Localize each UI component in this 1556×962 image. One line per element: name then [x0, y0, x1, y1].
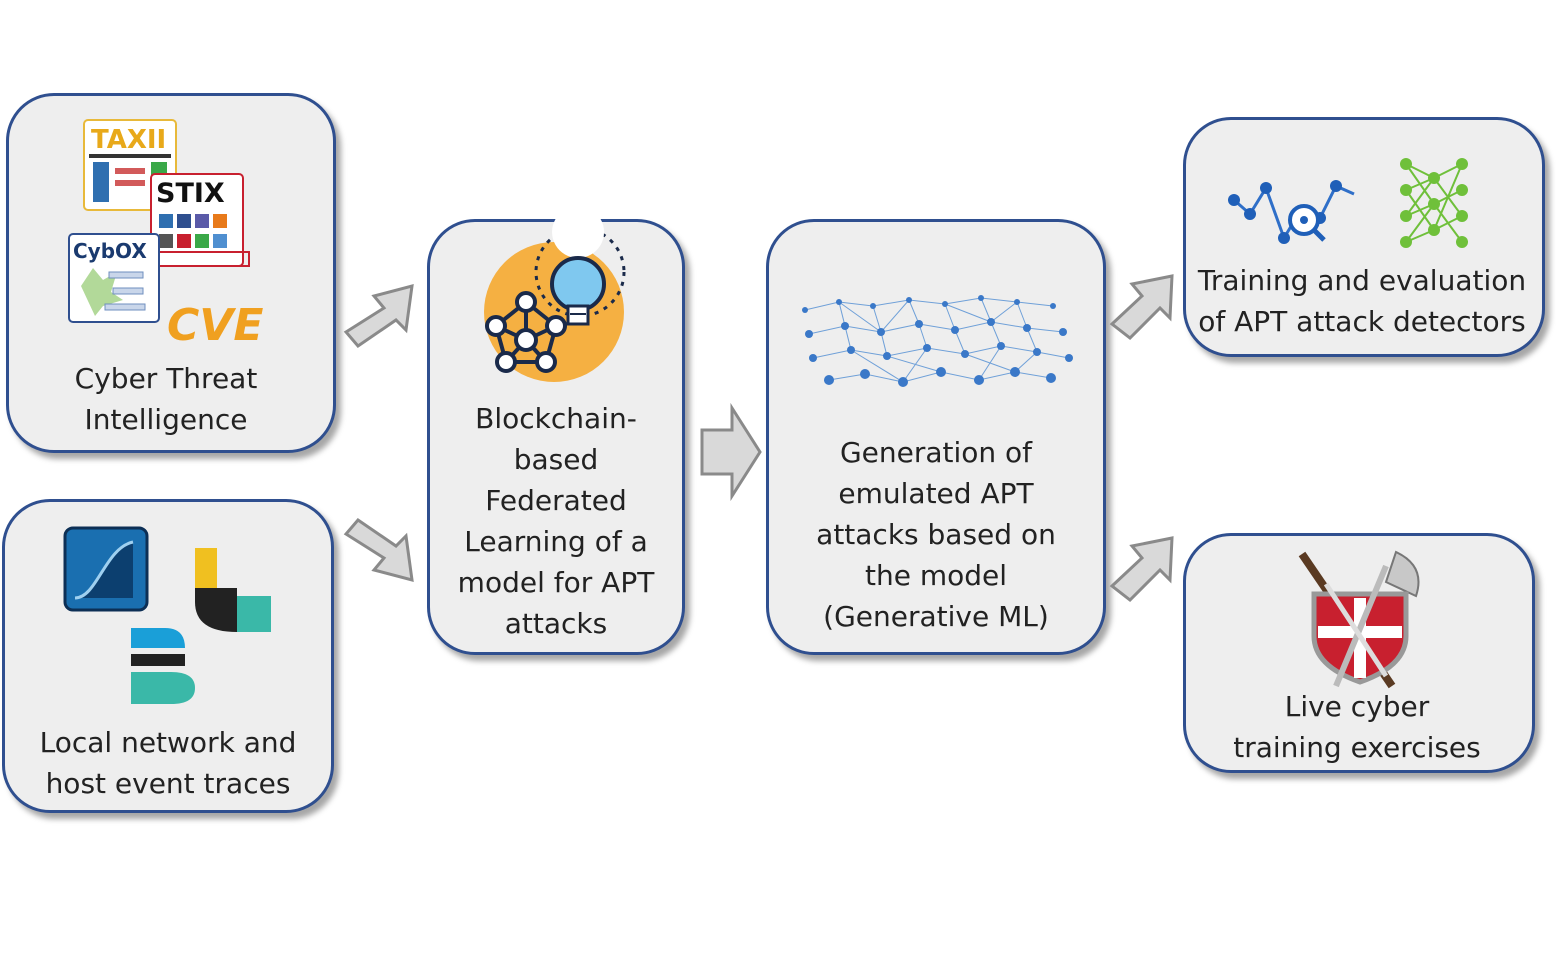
- local-traces-label: Local network and host event traces: [39, 726, 297, 800]
- cve-logo: CVE: [167, 300, 263, 351]
- training-evaluation-label: Training and evaluation of APT attack de…: [1197, 264, 1527, 338]
- taxii-logo-text: TAXII: [91, 125, 166, 155]
- arrow-fl-to-gen: [700, 402, 762, 502]
- local-logos: [63, 526, 271, 704]
- cybox-logo: CybOX: [68, 233, 160, 323]
- federated-learning-box: Blockchain- based Federated Learning of …: [427, 206, 685, 655]
- elastic-beats-icon: [131, 628, 195, 704]
- live-training-label: Live cyber training exercises: [1233, 690, 1481, 764]
- wireshark-icon: [63, 526, 149, 612]
- taxii-logo: TAXII: [83, 119, 177, 211]
- elastic-logstash-icon: [195, 548, 271, 632]
- local-traces-box: Local network and host event traces: [2, 499, 334, 813]
- arrow-cti-to-fl: [343, 283, 414, 348]
- stix-logo-text: STIX: [156, 178, 225, 209]
- shield-swords-icon: [1298, 550, 1420, 689]
- training-icons: [1228, 158, 1468, 248]
- cti-box: TAXII STIX CybOX: [6, 93, 336, 453]
- generation-box: Generation of emulated APT attacks based…: [766, 219, 1106, 655]
- training-evaluation-box: Training and evaluation of APT attack de…: [1183, 117, 1545, 357]
- arrow-gen-to-train: [1109, 274, 1174, 340]
- live-training-box: Live cyber training exercises: [1183, 533, 1535, 773]
- cve-logo-text: CVE: [167, 300, 263, 351]
- federated-learning-icon: [484, 206, 626, 382]
- neural-network-icon: [1400, 158, 1468, 248]
- arrow-local-to-fl: [343, 518, 414, 583]
- stix-logo: STIX: [150, 173, 250, 267]
- generation-label: Generation of emulated APT attacks based…: [816, 436, 1056, 633]
- federated-learning-label: Blockchain- based Federated Learning of …: [457, 402, 655, 640]
- arrow-gen-to-live: [1109, 536, 1174, 602]
- anomaly-detection-icon: [1228, 180, 1355, 244]
- cti-logos: TAXII STIX CybOX: [68, 119, 263, 351]
- network-graph-icon: [802, 295, 1073, 387]
- cti-label: Cyber Threat Intelligence: [74, 362, 258, 436]
- cybox-logo-text: CybOX: [73, 239, 147, 263]
